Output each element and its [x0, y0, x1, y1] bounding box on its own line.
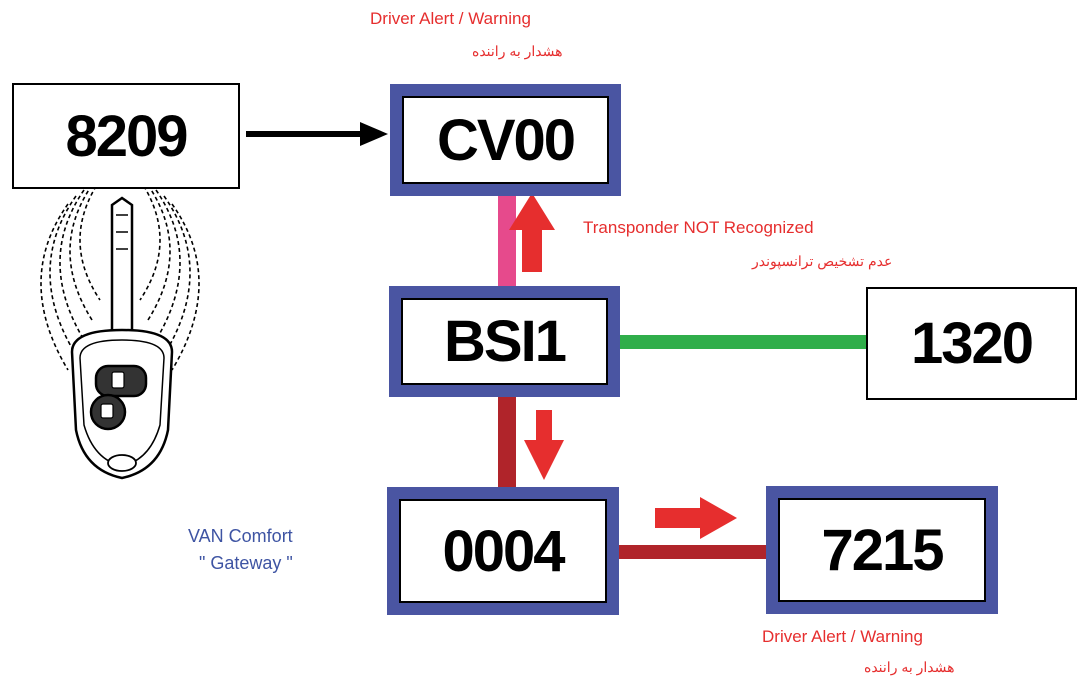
node-1320: 1320: [866, 287, 1077, 400]
link-bsi1-1320: [615, 335, 867, 349]
radio-signal-waves-icon: [40, 179, 200, 371]
node-cv00-label: CV00: [436, 107, 576, 173]
node-0004-label: 0004: [442, 518, 565, 584]
car-key-icon: [70, 196, 174, 480]
node-1320-label: 1320: [910, 311, 1034, 376]
node-8209-label: 8209: [65, 103, 188, 169]
red-arrow-down: [524, 410, 564, 480]
transponder-label-fa: عدم تشخیص ترانسپوندر: [752, 253, 893, 269]
arrow-8209-to-cv00: [246, 122, 388, 146]
gateway-label: " Gateway ": [199, 553, 293, 573]
link-0004-7215: [615, 545, 770, 559]
node-0004: 0004: [387, 487, 619, 615]
transponder-label-en: Transponder NOT Recognized: [583, 218, 814, 237]
van-comfort-label: VAN Comfort: [188, 526, 293, 546]
link-bsi1-0004: [498, 392, 516, 488]
node-cv00: CV00: [390, 84, 621, 196]
bottom-alert-label-fa: هشدار به راننده: [864, 659, 955, 675]
top-alert-label-en: Driver Alert / Warning: [370, 9, 531, 28]
top-alert-label-fa: هشدار به راننده: [472, 43, 563, 59]
red-arrow-right: [655, 497, 737, 539]
red-arrow-up: [509, 193, 555, 272]
node-7215-label: 7215: [821, 517, 944, 583]
node-bsi1: BSI1: [389, 286, 620, 397]
node-8209: 8209: [12, 83, 240, 189]
link-cv00-bsi1: [498, 193, 516, 293]
node-bsi1-label: BSI1: [444, 309, 567, 374]
node-7215: 7215: [766, 486, 998, 614]
bottom-alert-label-en: Driver Alert / Warning: [762, 627, 923, 646]
